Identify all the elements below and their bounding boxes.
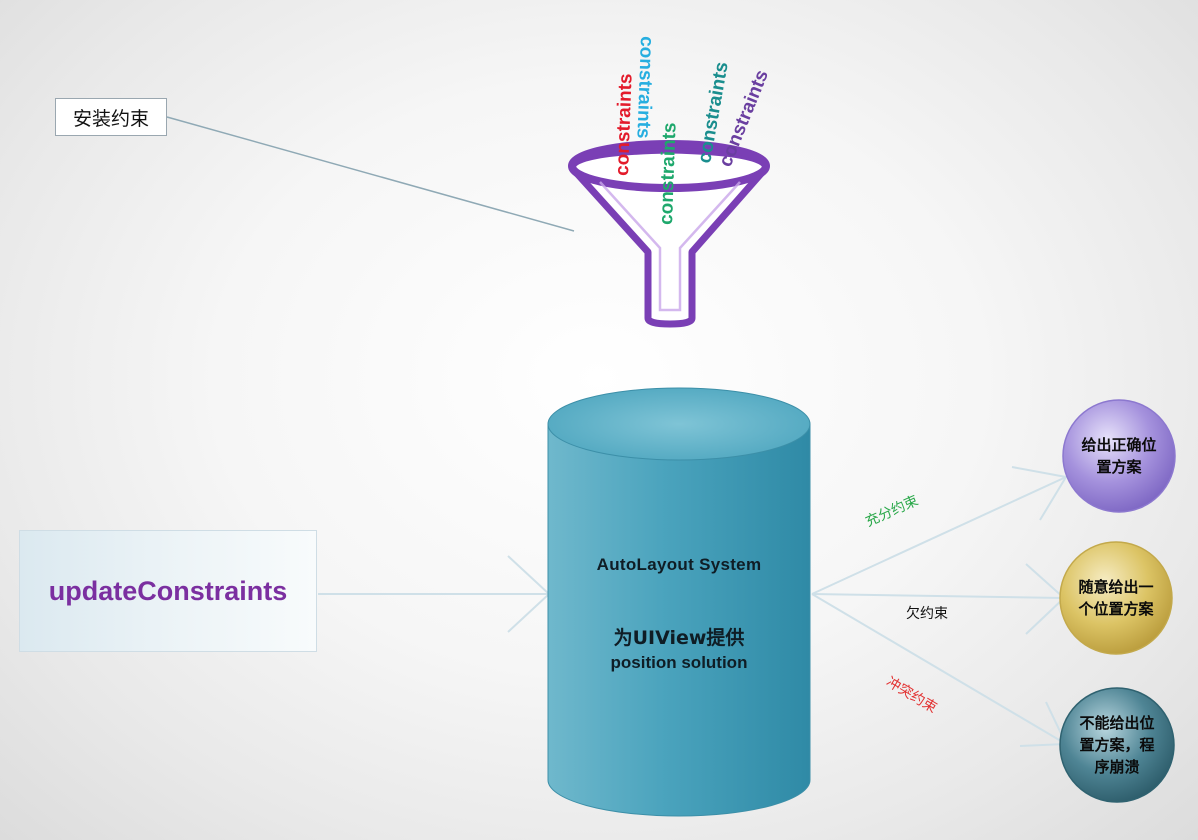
label-connector-line: [166, 116, 575, 232]
outcome-text-line: 置方案，程: [1079, 736, 1155, 754]
outcome-text-line: 置方案: [1096, 458, 1142, 476]
outcome-text-line: 给出正确位: [1081, 436, 1157, 454]
install-constraints-label: 安装约束: [55, 98, 167, 136]
outcome-text-random: 随意给出一 个位置方案: [1067, 576, 1165, 620]
constraint-word: constraints: [612, 73, 637, 176]
constraint-word: constraints: [632, 36, 657, 139]
branch-arrow-3: [811, 593, 1067, 745]
branch-arrow-2: [811, 593, 1065, 599]
branch-arrow-1-head: [1011, 466, 1068, 521]
cylinder-subtitle-line2: position solution: [610, 653, 748, 672]
cylinder-title: AutoLayout System: [596, 555, 762, 574]
constraint-word: constraints: [656, 122, 681, 225]
outcome-text-line: 不能给出位: [1079, 714, 1155, 732]
cylinder-subtitle-line1: 为UIView提供: [613, 627, 745, 649]
outcome-text-crash: 不能给出位 置方案，程 序崩溃: [1068, 712, 1166, 778]
branch-arrow-1: [811, 476, 1067, 595]
branch-label-under: 欠约束: [906, 606, 948, 622]
branch-arrow-2-head: [1025, 563, 1066, 635]
funnel-icon: [568, 140, 770, 328]
update-constraints-box: updateConstraints: [19, 530, 317, 652]
outcome-circle-crash: [1059, 687, 1175, 803]
outcome-circle-correct: [1062, 399, 1176, 513]
outcome-text-line: 随意给出一: [1078, 578, 1154, 596]
outcome-text-correct: 给出正确位 置方案: [1070, 434, 1168, 478]
outcome-text-line: 个位置方案: [1078, 600, 1154, 618]
outcome-circle-random: [1059, 541, 1173, 655]
autolayout-cylinder: [547, 387, 811, 817]
outcome-text-line: 序崩溃: [1094, 758, 1140, 776]
